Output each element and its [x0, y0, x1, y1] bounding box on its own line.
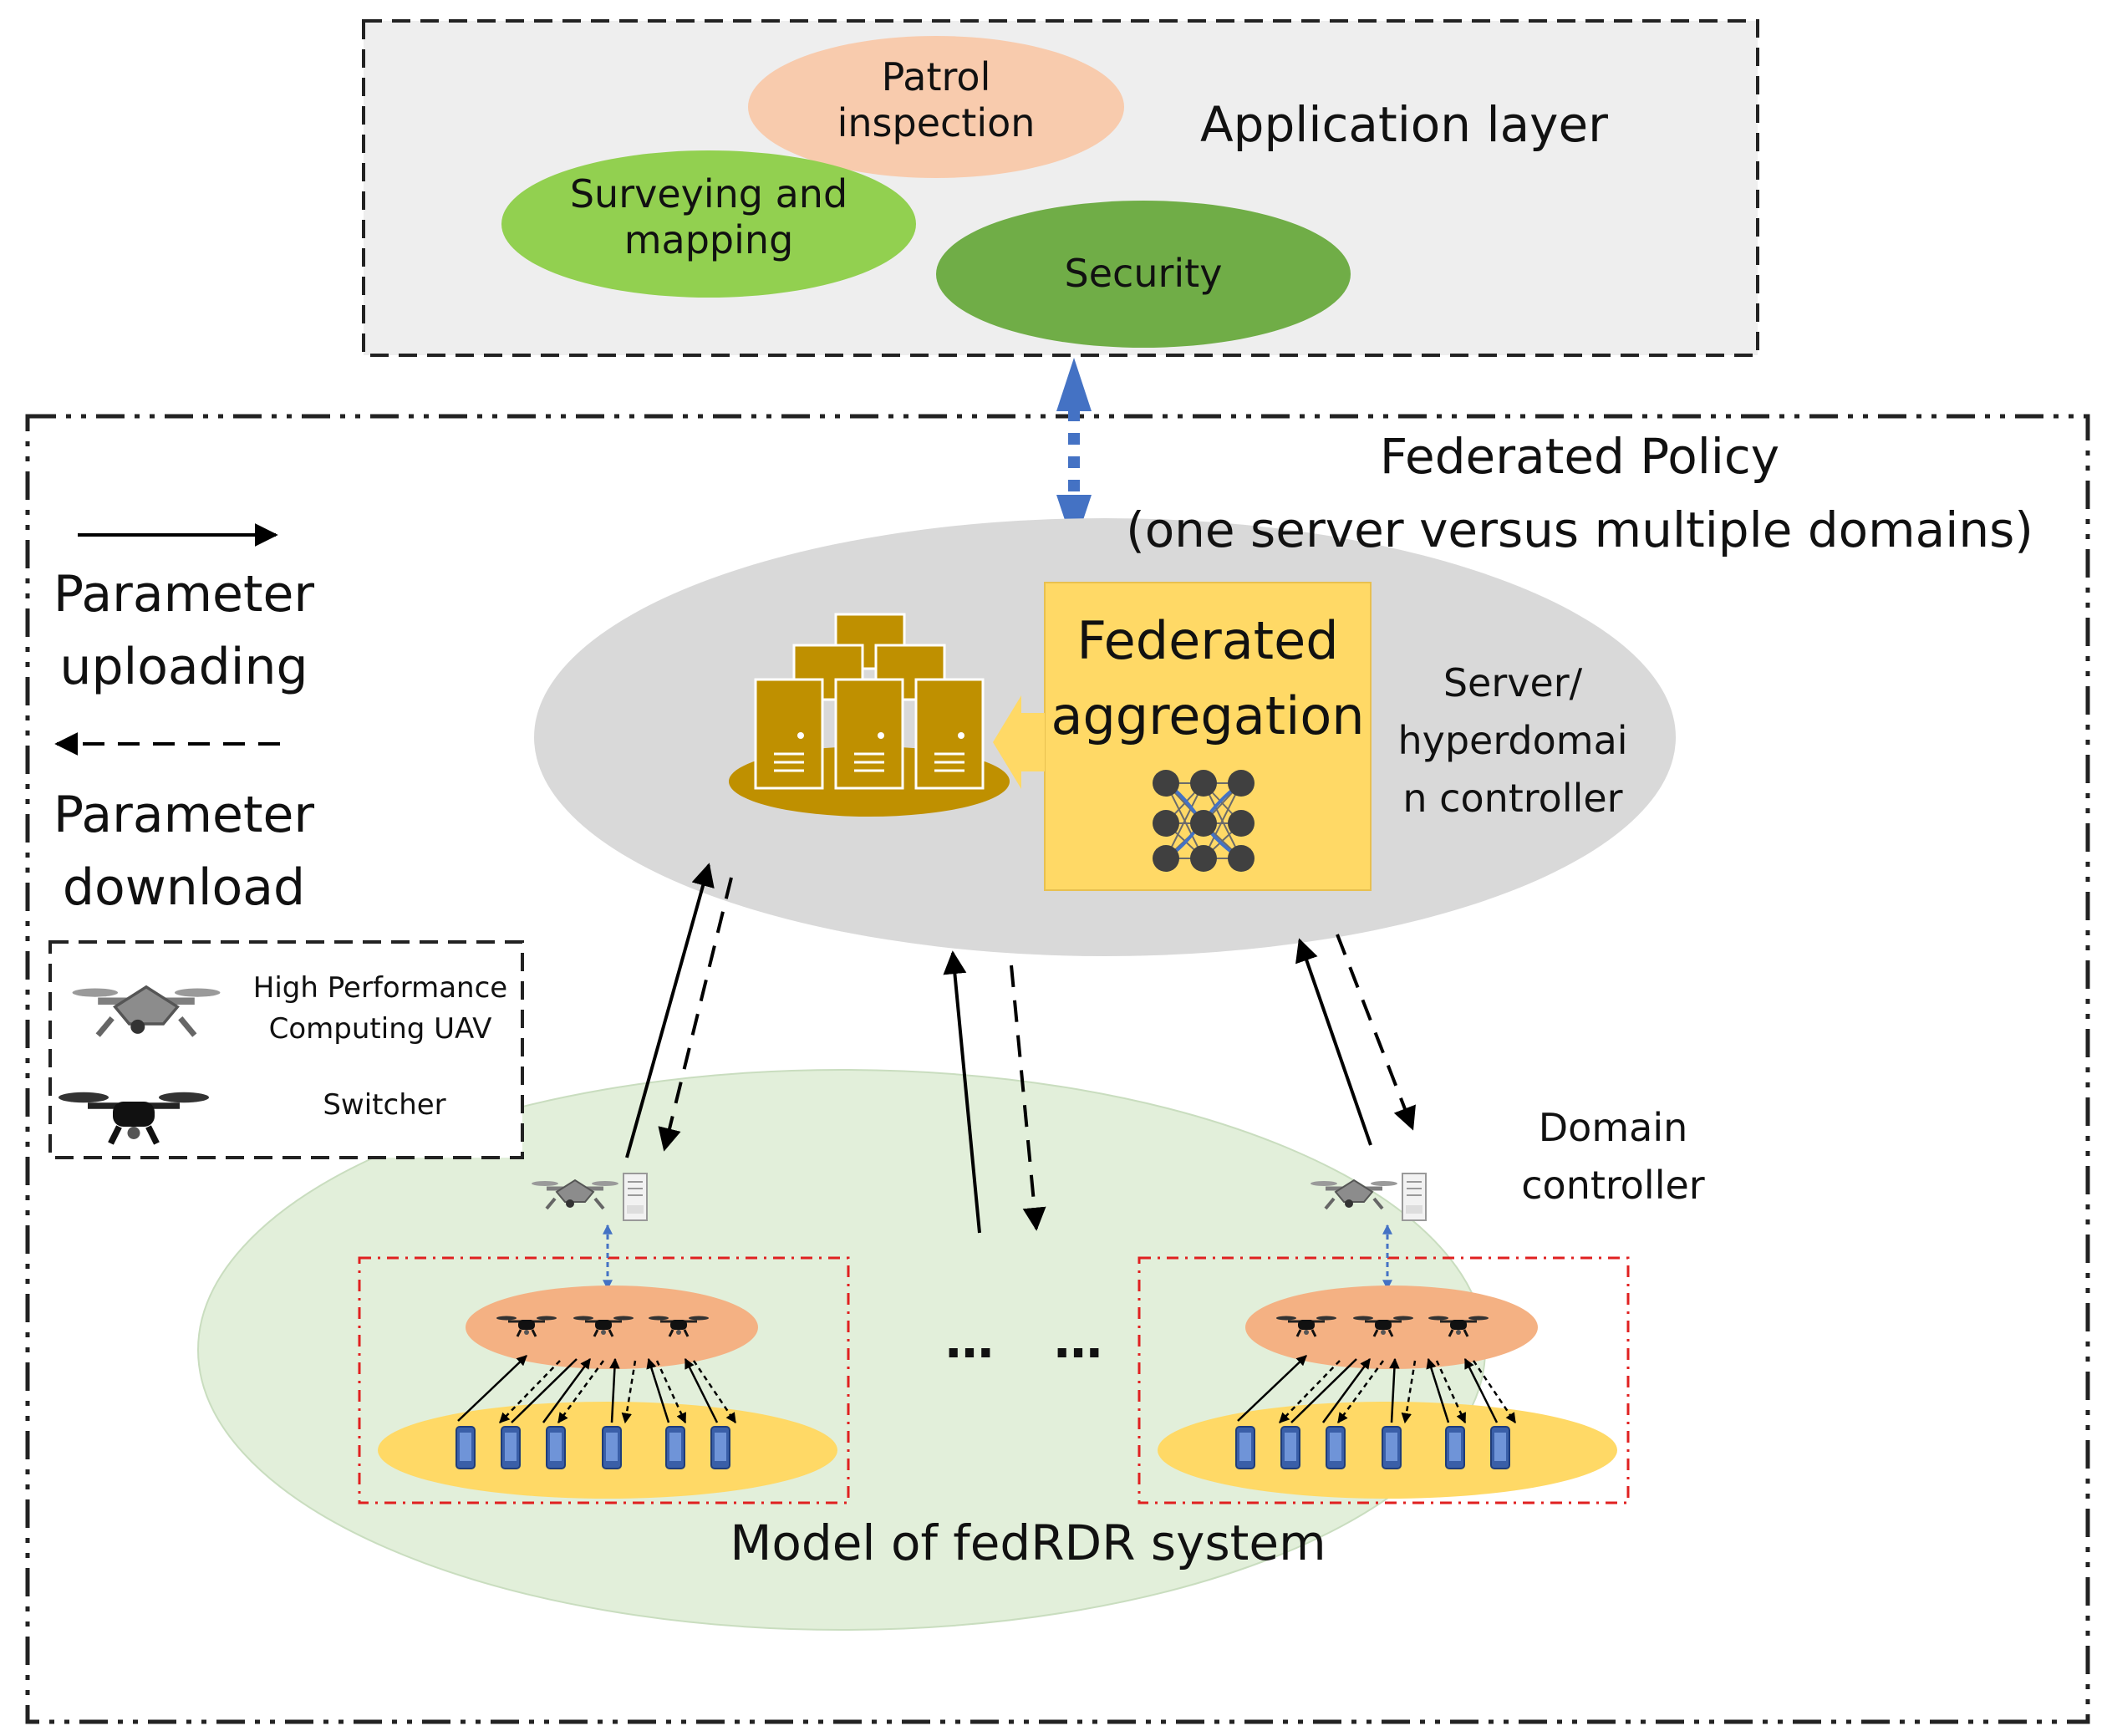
server-controller-label: Server/ hyperdomai n controller: [1397, 660, 1628, 821]
app-security-label: Security: [1064, 251, 1223, 296]
server-stack-icon: [729, 613, 1010, 817]
domain-cluster-left: [358, 1173, 850, 1504]
aggregation-to-server-arrow: [993, 695, 1045, 789]
legend-download-label: Parameter download: [53, 786, 315, 917]
upload-download-arrows: [625, 863, 1416, 1234]
legend-upload-label: Parameter uploading: [53, 565, 315, 696]
domain-controller-label: Domain controller: [1521, 1105, 1705, 1208]
domain-cluster-right: [1137, 1173, 1630, 1504]
ellipsis-left: …: [945, 1312, 994, 1369]
app-surveying-ellipse: [501, 150, 916, 298]
federated-policy-frame: [25, 414, 2090, 1724]
domain-controller-server-left: [623, 1173, 648, 1221]
federated-policy-title: Federated Policy: [1379, 428, 1780, 485]
app-patrol-label: Patrol inspection: [837, 54, 1036, 146]
app-security-ellipse: [936, 201, 1351, 348]
ellipsis-right: …: [1054, 1312, 1102, 1369]
system-label: Model of fedRDR system: [730, 1515, 1326, 1571]
federated-policy-subtitle: (one server versus multiple domains): [1126, 501, 2033, 558]
app-patrol-ellipse: [748, 36, 1124, 178]
aggregation-box: [1044, 582, 1372, 891]
domain-controller-server-right: [1402, 1173, 1427, 1221]
neural-network-nodes: [1153, 770, 1255, 872]
app-surveying-label: Surveying and mapping: [569, 171, 848, 263]
legend-switcher-label: Switcher: [323, 1088, 446, 1122]
application-layer-title: Application layer: [1199, 96, 1608, 153]
legend-hpc-uav-label: High Performance Computing UAV: [252, 971, 508, 1046]
aggregation-label: Federated aggregation: [1051, 610, 1365, 746]
